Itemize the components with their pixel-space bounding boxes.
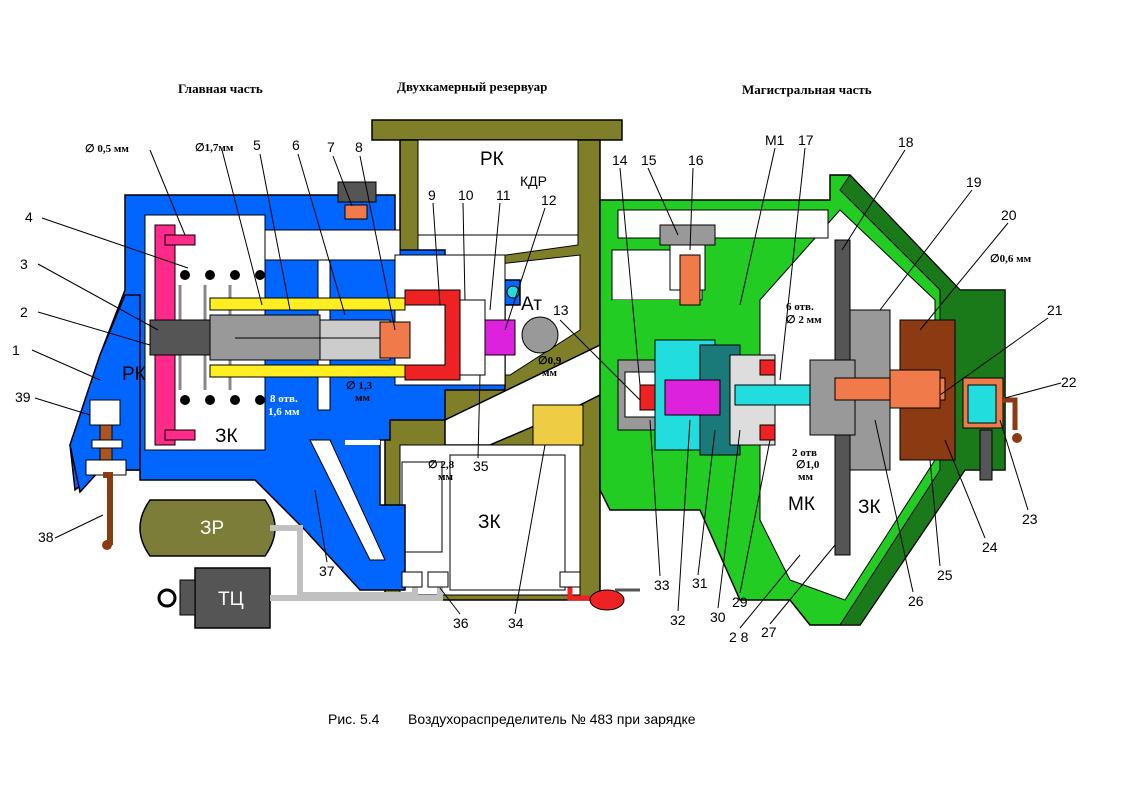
label-33: 33 <box>654 577 670 593</box>
label-7: 7 <box>327 139 335 155</box>
dim-holes2-c: мм <box>798 471 813 483</box>
label-29: 29 <box>732 594 748 610</box>
main-line-part-body <box>599 174 1006 626</box>
label-21: 21 <box>1047 302 1063 318</box>
zone-rk-left: РК <box>122 364 146 385</box>
dim-d05: ∅ 0,5 мм <box>85 143 129 155</box>
label-1: 1 <box>12 342 20 358</box>
label-31: 31 <box>692 575 708 591</box>
label-36: 36 <box>453 615 469 631</box>
label-5: 5 <box>253 137 261 153</box>
label-15: 15 <box>641 152 657 168</box>
label-18: 18 <box>898 134 914 150</box>
yellow-sleeve <box>209 297 406 378</box>
label-20: 20 <box>1001 207 1017 223</box>
zone-tc: ТЦ <box>218 589 244 610</box>
valve-16 <box>659 224 716 306</box>
filter-34 <box>532 404 584 446</box>
label-2: 2 <box>20 304 28 320</box>
callout-labels: 1 2 3 4 5 6 7 8 9 10 11 12 13 14 15 16 1… <box>12 132 1077 645</box>
caption-figure-number: Рис. 5.4 <box>328 711 380 727</box>
caption-title: Воздухораспределитель № 483 при зарядке <box>408 711 696 727</box>
leader-lines <box>31 147 1062 629</box>
label-24: 24 <box>982 539 998 555</box>
dim-d13-a: ∅ 1,3 <box>346 380 373 392</box>
zone-m1: М1 <box>765 132 785 148</box>
dim-d09-a: ∅0,9 <box>538 355 562 367</box>
main-line-valve-assembly <box>617 339 811 456</box>
zone-zk-right: ЗК <box>858 497 881 518</box>
label-9: 9 <box>428 187 436 203</box>
label-23: 23 <box>1022 511 1038 527</box>
label-37: 37 <box>319 563 335 579</box>
dim-holes6-b: ∅ 2 мм <box>786 314 822 326</box>
label-10: 10 <box>458 187 474 203</box>
red-piston <box>404 285 559 381</box>
label-34: 34 <box>508 615 524 631</box>
label-39: 39 <box>15 389 31 405</box>
label-4: 4 <box>25 209 33 225</box>
label-26: 26 <box>908 593 924 609</box>
label-28: 2 8 <box>729 629 749 645</box>
dim-holes8-a: 8 отв. <box>270 393 298 405</box>
dim-d13-b: мм <box>355 392 370 404</box>
main-stem <box>149 314 411 361</box>
header-reservoir: Двухкамерный резервуар <box>397 79 547 94</box>
label-25: 25 <box>937 567 953 583</box>
dim-d28-a: ∅ 2,8 <box>428 459 455 471</box>
label-6: 6 <box>292 137 300 153</box>
label-22: 22 <box>1061 374 1077 390</box>
dim-d06: ∅0,6 мм <box>990 253 1032 265</box>
left-cover <box>69 294 141 550</box>
check-valves <box>401 571 581 588</box>
dim-d28-b: мм <box>438 471 453 483</box>
zone-mk: МК <box>788 494 815 515</box>
dim-d09-b: мм <box>542 367 557 379</box>
dim-holes2-b: ∅1,0 <box>796 459 820 471</box>
label-14: 14 <box>612 152 628 168</box>
label-19: 19 <box>966 174 982 190</box>
label-32: 32 <box>670 612 686 628</box>
dim-holes8-b: 1,6 мм <box>268 406 300 418</box>
zone-zk-left: ЗК <box>215 426 238 447</box>
orange-stem-21 <box>834 319 1022 481</box>
label-35: 35 <box>473 458 489 474</box>
label-16: 16 <box>688 152 704 168</box>
label-38: 38 <box>38 529 54 545</box>
zone-rk-top: РК <box>480 149 504 170</box>
label-13: 13 <box>553 302 569 318</box>
label-30: 30 <box>710 609 726 625</box>
zone-zk-bottom: ЗК <box>478 512 501 533</box>
label-8: 8 <box>355 139 363 155</box>
label-11: 11 <box>496 187 511 203</box>
label-3: 3 <box>20 256 28 272</box>
label-12: 12 <box>541 192 557 208</box>
zone-kdr: КДР <box>520 173 547 189</box>
label-27: 27 <box>761 624 777 640</box>
zone-at: Ат <box>521 294 542 315</box>
dim-d17: ∅1,7мм <box>195 142 234 154</box>
header-main-line-part: Магистральная часть <box>742 82 872 97</box>
zone-zr: ЗР <box>200 518 224 539</box>
header-main-part: Главная часть <box>178 81 263 96</box>
dim-holes2-a: 2 отв <box>792 447 817 459</box>
dim-holes6-a: 6 отв. <box>786 301 814 313</box>
label-17: 17 <box>798 132 814 148</box>
